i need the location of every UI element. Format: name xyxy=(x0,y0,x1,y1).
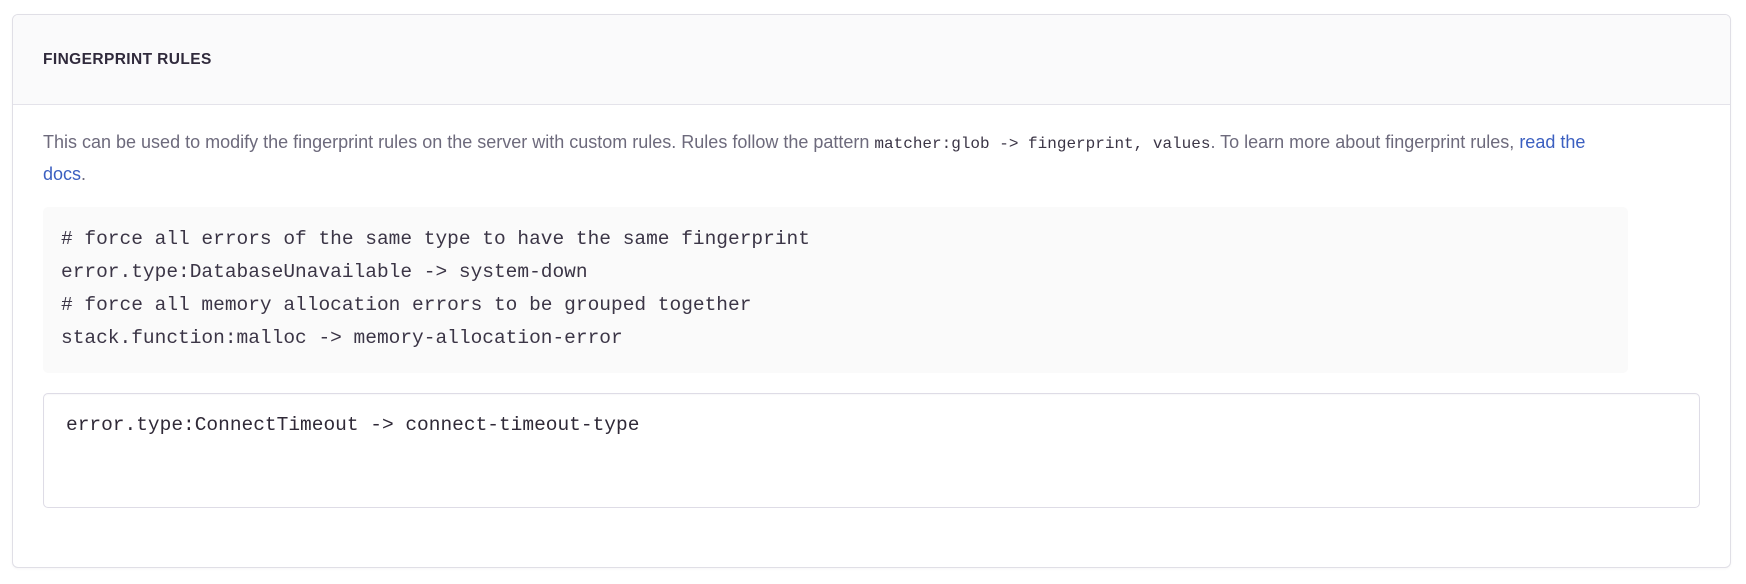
fingerprint-rules-input[interactable] xyxy=(43,393,1700,508)
description-part-1: This can be used to modify the fingerpri… xyxy=(43,132,875,152)
example-code-text: # force all errors of the same type to h… xyxy=(61,228,810,349)
example-code-block: # force all errors of the same type to h… xyxy=(43,207,1628,373)
read-the-docs-link[interactable]: read the docs xyxy=(43,132,1586,184)
pattern-inline-code: matcher:glob -> fingerprint, values xyxy=(874,135,1211,153)
fingerprint-rules-panel: FINGERPRINT RULES This can be used to mo… xyxy=(12,14,1731,568)
description-text: This can be used to modify the fingerpri… xyxy=(43,127,1633,189)
description-part-3: . xyxy=(81,164,87,184)
description-part-2: . To learn more about fingerprint rules, xyxy=(1210,132,1520,152)
panel-header: FINGERPRINT RULES xyxy=(13,15,1730,105)
page-title: FINGERPRINT RULES xyxy=(43,50,212,68)
panel-body: This can be used to modify the fingerpri… xyxy=(13,105,1730,508)
